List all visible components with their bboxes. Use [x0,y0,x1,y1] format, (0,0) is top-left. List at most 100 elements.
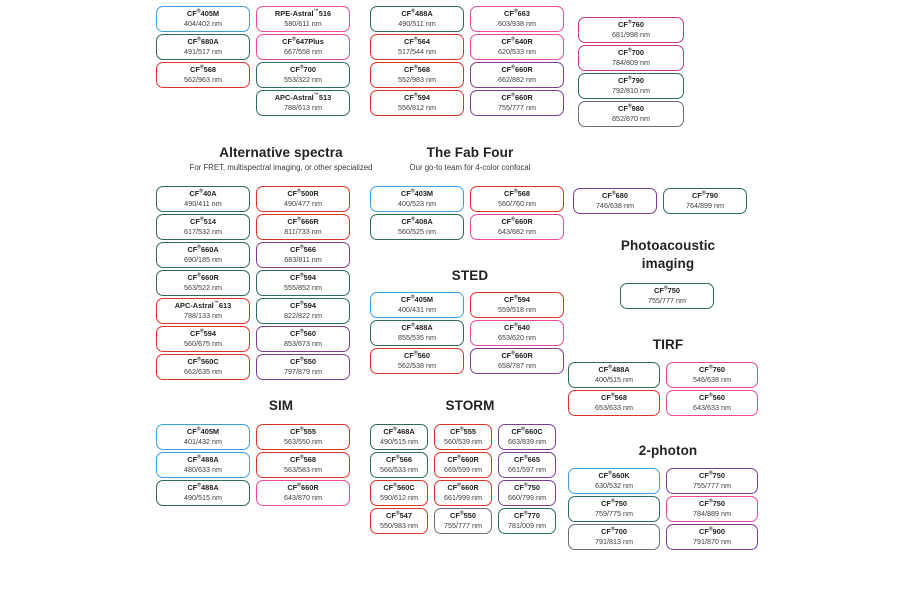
dye-spectra: 630/532 nm [595,480,633,490]
trademark-mark: ® [610,498,615,505]
dye-spectra: 853/673 nm [284,338,322,348]
trademark-mark: ® [413,350,418,357]
dye-spectra: 617/532 nm [184,226,222,236]
dye-spectra: 661/999 nm [444,492,482,502]
trademark-mark: ® [199,328,204,335]
dye-spectra: 563/550 nm [284,436,322,446]
trademark-mark: ® [199,64,204,71]
dye-name: CF®660R [287,482,319,492]
dye-name: CF®640R [501,36,533,46]
dye-spectra: 683/811 nm [284,254,322,264]
trademark-mark: ® [523,510,528,517]
trademark-mark: ® [627,47,632,54]
dye-name: CF®560 [289,328,317,338]
dye-spectra: 788/613 nm [284,102,322,112]
section-title-sim: SIM [268,398,294,413]
dye-spectra: 852/870 nm [612,113,650,123]
trademark-mark: ® [411,216,415,223]
trademark-mark: ® [197,356,201,363]
trademark-mark: ® [511,92,515,99]
dye-name: CF®594 [403,92,431,102]
dye-name: CF®790 [617,75,645,85]
trademark-mark: ® [395,510,400,517]
dye-spectra: 490/477 nm [284,198,322,208]
trademark-mark: ® [197,482,201,489]
